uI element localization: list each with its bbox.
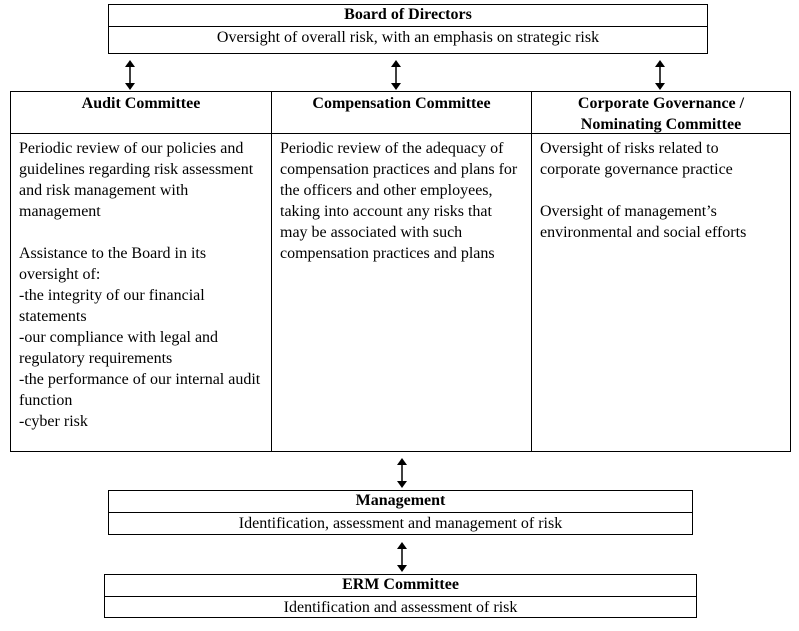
board-title: Board of Directors	[109, 5, 707, 27]
governance-committee-body: Oversight of risks related to corporate …	[532, 134, 790, 243]
audit-committee-title: Audit Committee	[11, 92, 271, 134]
double-arrow-icon	[390, 60, 402, 90]
audit-committee-column: Audit Committee Periodic review of our p…	[11, 92, 271, 451]
audit-committee-list-item: -cyber risk	[19, 413, 88, 430]
erm-committee-description: Identification and assessment of risk	[283, 599, 518, 616]
governance-committee-title: Corporate Governance / Nominating Commit…	[532, 92, 790, 134]
audit-committee-paragraph: Assistance to the Board in its oversight…	[19, 245, 207, 283]
committees-table: Audit Committee Periodic review of our p…	[10, 91, 791, 452]
governance-committee-title-line2: Nominating Committee	[580, 116, 742, 133]
audit-committee-paragraph: Periodic review of our policies and guid…	[19, 140, 254, 220]
erm-committee-box: ERM Committee Identification and assessm…	[104, 574, 697, 618]
governance-committee-title-line1: Corporate Governance /	[577, 95, 745, 112]
double-arrow-icon	[396, 542, 408, 572]
erm-committee-title: ERM Committee	[105, 575, 696, 597]
governance-committee-paragraph: Oversight of management’s environmental …	[540, 203, 747, 241]
management-title: Management	[109, 491, 692, 513]
audit-committee-list-item: -the integrity of our financial statemen…	[19, 287, 205, 325]
audit-committee-list-item: -our compliance with legal and regulator…	[19, 329, 219, 367]
compensation-committee-paragraph: Periodic review of the adequacy of compe…	[280, 140, 518, 262]
governance-committee-column: Corporate Governance / Nominating Commit…	[531, 92, 790, 451]
board-of-directors-box: Board of Directors Oversight of overall …	[108, 4, 708, 54]
audit-committee-list-item: -the performance of our internal audit f…	[19, 371, 261, 409]
audit-committee-body: Periodic review of our policies and guid…	[11, 134, 271, 432]
double-arrow-icon	[654, 60, 666, 90]
board-description: Oversight of overall risk, with an empha…	[216, 29, 600, 46]
double-arrow-icon	[124, 60, 136, 90]
governance-committee-paragraph: Oversight of risks related to corporate …	[540, 140, 733, 178]
management-description: Identification, assessment and managemen…	[238, 515, 563, 532]
compensation-committee-title: Compensation Committee	[272, 92, 531, 134]
management-box: Management Identification, assessment an…	[108, 490, 693, 535]
compensation-committee-column: Compensation Committee Periodic review o…	[271, 92, 531, 451]
double-arrow-icon	[396, 458, 408, 488]
compensation-committee-body: Periodic review of the adequacy of compe…	[272, 134, 531, 264]
